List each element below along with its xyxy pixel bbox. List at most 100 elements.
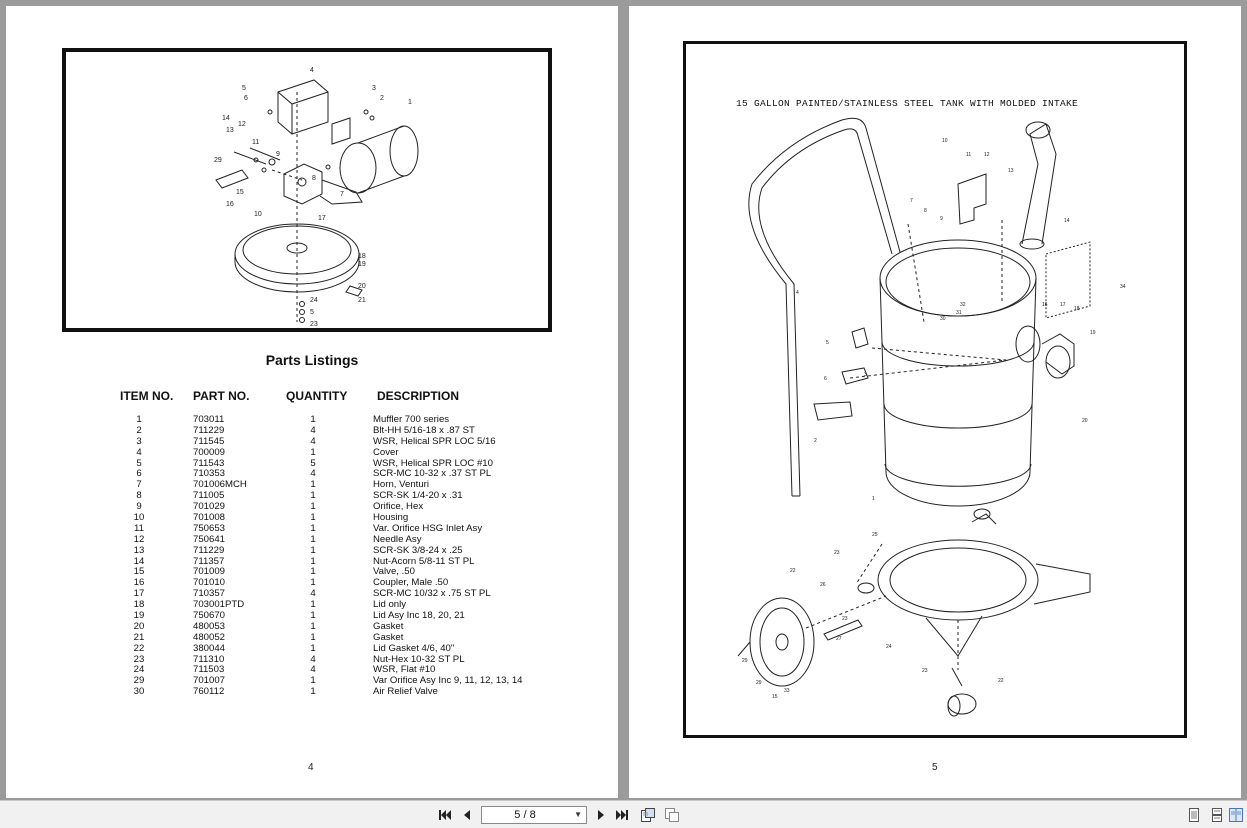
description-cell: Lid only — [373, 599, 407, 611]
item-number-cell: 18 — [133, 599, 145, 611]
chevron-down-icon[interactable]: ▼ — [574, 810, 582, 819]
tank-exploded-diagram-frame: 15 GALLON PAINTED/STAINLESS STEEL TANK W… — [683, 41, 1187, 738]
next-page-icon — [598, 810, 604, 820]
callout-label: 26 — [820, 582, 826, 588]
part-number-cell: 711310 — [193, 653, 225, 665]
page-number: 4 — [308, 762, 314, 773]
last-page-button[interactable] — [614, 807, 630, 823]
single-page-view-icon — [1189, 808, 1199, 822]
item-number-cell: 7 — [136, 479, 142, 491]
single-page-view-button[interactable] — [1186, 807, 1202, 823]
part-number-cell: 380044 — [193, 642, 226, 654]
quantity-cell: 1 — [310, 577, 316, 589]
quantity-cell: 1 — [310, 631, 316, 643]
callout-label: 9 — [940, 216, 943, 222]
callout-label: 20 — [358, 283, 366, 290]
description-cell: Lid Asy Inc 18, 20, 21 — [373, 610, 465, 622]
viewer-toolbar: 5 / 8 ▼ — [0, 800, 1247, 828]
callout-label: 12 — [984, 152, 990, 158]
quantity-cell: 1 — [310, 686, 316, 698]
first-page-button[interactable] — [437, 807, 453, 823]
callout-label: 23 — [834, 550, 840, 556]
quantity-cell: 1 — [310, 414, 316, 425]
item-number-cell: 13 — [133, 544, 145, 556]
two-page-view-button[interactable] — [664, 807, 680, 823]
callout-label: 19 — [1090, 330, 1096, 336]
callout-label: 30 — [940, 316, 946, 322]
part-number-cell: 480052 — [193, 631, 226, 643]
muffler-exploded-diagram-frame: 4 5 6 3 2 1 14 13 12 11 9 29 8 7 15 16 1 — [62, 48, 552, 332]
description-cell: SCR-MC 10-32 x .37 ST PL — [373, 468, 492, 480]
item-number-cell: 19 — [133, 610, 145, 622]
page-view-toggle-icon — [641, 808, 655, 822]
rotate-view-button[interactable] — [640, 807, 656, 823]
callout-label: 13 — [226, 127, 234, 134]
callout-label: 8 — [312, 175, 316, 182]
item-number-cell: 6 — [136, 468, 142, 480]
quantity-cell: 1 — [310, 544, 316, 556]
item-number-cell: 2 — [136, 424, 142, 436]
header-quantity: QUANTITY — [286, 389, 348, 403]
callout-label: 1 — [872, 496, 875, 502]
page-5: 15 GALLON PAINTED/STAINLESS STEEL TANK W… — [629, 6, 1241, 798]
part-number-cell: 711503 — [193, 664, 225, 676]
description-cell: Coupler, Male .50 — [373, 577, 449, 589]
continuous-view-button[interactable] — [1209, 807, 1225, 823]
item-number-cell: 11 — [134, 522, 144, 534]
page-indicator: 5 / 8 — [514, 809, 536, 821]
document-viewer: 4 5 6 3 2 1 14 13 12 11 9 29 8 7 15 16 1 — [6, 6, 1241, 798]
description-cell: WSR, Flat #10 — [373, 664, 436, 676]
next-page-button[interactable] — [593, 807, 609, 823]
callout-label: 18 — [358, 253, 366, 260]
callout-label: 32 — [960, 302, 966, 308]
callout-label: 23 — [922, 668, 928, 674]
continuous-view-icon — [1212, 808, 1222, 822]
callout-label: 2 — [814, 438, 817, 444]
description-cell: Var Orifice Asy Inc 9, 11, 12, 13, 14 — [373, 675, 523, 687]
facing-pages-view-button[interactable] — [1228, 807, 1244, 823]
previous-page-button[interactable] — [459, 807, 475, 823]
callout-label: 19 — [358, 261, 366, 268]
part-number-cell: 700009 — [193, 446, 226, 458]
quantity-cell: 1 — [310, 533, 316, 545]
item-number-cell: 20 — [133, 620, 145, 632]
item-number-cell: 29 — [133, 675, 145, 687]
part-number-cell: 710353 — [193, 468, 226, 480]
quantity-cell: 1 — [310, 642, 316, 654]
muffler-exploded-diagram: 4 5 6 3 2 1 14 13 12 11 9 29 8 7 15 16 1 — [214, 67, 548, 328]
part-number-cell: 703001PTD — [193, 599, 245, 611]
quantity-cell: 1 — [310, 599, 316, 611]
last-page-icon — [616, 810, 628, 820]
quantity-cell: 4 — [310, 424, 316, 436]
item-number-cell: 17 — [133, 588, 145, 600]
item-number-cell: 30 — [133, 686, 145, 698]
part-number-cell: 701010 — [193, 577, 226, 589]
callout-label: 10 — [942, 138, 948, 144]
part-number-cell: 703011 — [193, 414, 225, 425]
quantity-cell: 4 — [310, 664, 316, 676]
part-number-cell: 750641 — [193, 533, 226, 545]
page-number-input[interactable]: 5 / 8 ▼ — [481, 806, 587, 824]
quantity-cell: 1 — [310, 620, 316, 632]
callout-label: 31 — [956, 310, 962, 316]
description-cell: Var. Orifice HSG Inlet Asy — [373, 522, 483, 534]
first-page-icon — [439, 810, 451, 820]
previous-page-icon — [464, 810, 470, 820]
item-number-cell: 3 — [136, 435, 142, 447]
description-cell: Nut-Hex 10-32 ST PL — [373, 653, 465, 665]
callout-label: 22 — [790, 568, 796, 574]
callout-label: 27 — [836, 636, 842, 642]
description-cell: Orifice, Hex — [373, 501, 424, 513]
part-number-cell: 750653 — [193, 522, 226, 534]
item-number-cell: 8 — [136, 490, 142, 502]
callout-label: 16 — [1042, 302, 1048, 308]
